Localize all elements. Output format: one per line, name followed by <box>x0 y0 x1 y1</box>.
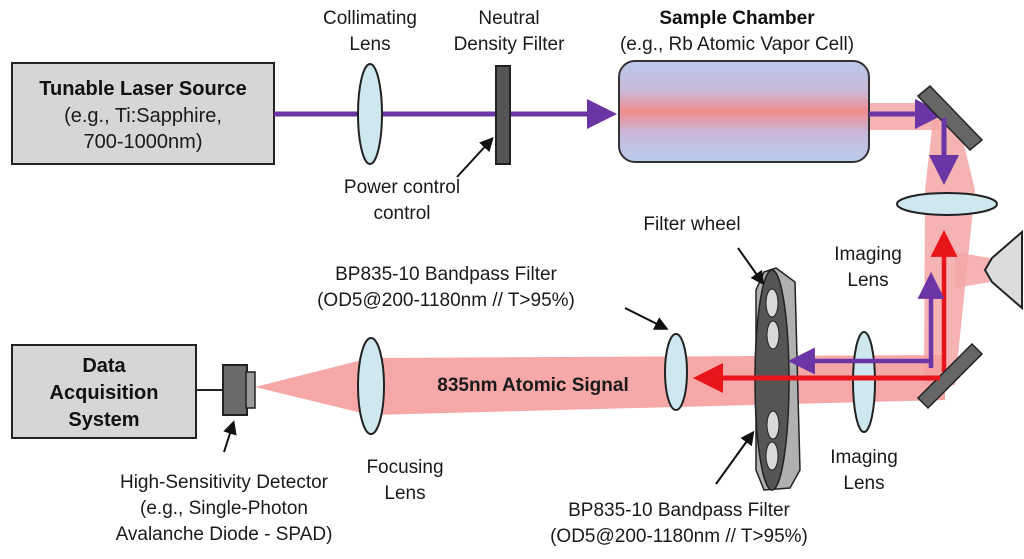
bottom-mirror <box>916 342 984 410</box>
focusing-lens <box>357 337 385 435</box>
laser-source-line1: (e.g., Ti:Sapphire, <box>64 105 222 127</box>
sample-chamber-title: Sample Chamber <box>659 8 815 29</box>
bandpass-top-label-1: BP835-10 Bandpass Filter <box>335 264 557 285</box>
focusing-lens-label-1: Focusing <box>366 457 443 478</box>
detector-label-3: Avalanche Diode - SPAD) <box>116 524 333 545</box>
imaging-lens-bottom-label-2: Lens <box>843 473 884 494</box>
bandpass-bottom-label-1: BP835-10 Bandpass Filter <box>568 500 790 521</box>
detector-label-2: (e.g., Single-Photon <box>140 498 308 519</box>
daq-box: Data Acquisition System <box>11 344 197 439</box>
power-control-label-1: Power control <box>344 177 460 198</box>
imaging-lens-top <box>896 192 998 216</box>
bandpass-filter <box>664 333 688 411</box>
nd-filter <box>495 65 511 165</box>
daq-label-1: Data <box>82 355 126 377</box>
power-control-pointer <box>456 137 494 178</box>
nd-filter-label-1: Neutral <box>478 8 539 29</box>
focusing-lens-label-2: Lens <box>384 483 425 504</box>
laser-source-title: Tunable Laser Source <box>39 78 246 100</box>
daq-label-2: Acquisition <box>50 382 159 404</box>
imaging-lens-bottom <box>852 331 876 433</box>
spad-detector <box>222 364 256 416</box>
collimating-lens-label-2: Lens <box>349 34 390 55</box>
imaging-lens-bottom-label-1: Imaging <box>830 447 898 468</box>
sample-chamber-subtitle: (e.g., Rb Atomic Vapor Cell) <box>620 34 854 55</box>
bandpass-bottom-label-2: (OD5@200-1180nm // T>95%) <box>550 526 808 547</box>
bandpass-bottom-pointer <box>715 430 755 485</box>
imaging-lens-top-label-1: Imaging <box>834 244 902 265</box>
collimating-lens <box>357 63 383 165</box>
bandpass-top-pointer <box>624 307 669 330</box>
bandpass-top-label-2: (OD5@200-1180nm // T>95%) <box>317 290 575 311</box>
daq-label-3: System <box>68 409 139 431</box>
right-cone-detector <box>983 229 1023 311</box>
filter-wheel-pointer <box>737 247 765 286</box>
laser-source-box: Tunable Laser Source (e.g., Ti:Sapphire,… <box>11 62 275 165</box>
laser-source-line2: 700-1000nm) <box>84 131 203 153</box>
imaging-lens-top-label-2: Lens <box>847 270 888 291</box>
signal-label: 835nm Atomic Signal <box>437 375 628 396</box>
top-mirror <box>916 84 984 152</box>
detector-pointer <box>223 420 237 453</box>
power-control-label-2: control <box>373 203 430 224</box>
filter-wheel-label: Filter wheel <box>643 214 740 235</box>
collimating-lens-label-1: Collimating <box>323 8 417 29</box>
detector-label-1: High-Sensitivity Detector <box>120 472 329 493</box>
sample-chamber <box>618 60 870 163</box>
nd-filter-label-2: Density Filter <box>454 34 566 55</box>
